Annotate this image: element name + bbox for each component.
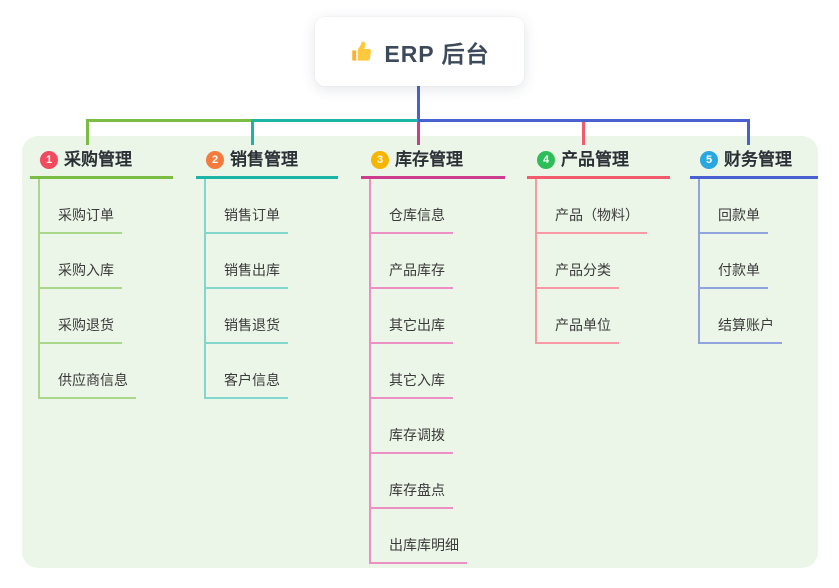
child-node-label: 采购订单 [38,207,122,234]
connector-drop-branch-5 [747,119,750,145]
branch-number-badge: 3 [371,151,389,169]
child-node-label: 其它出库 [369,317,453,344]
child-node-label: 采购入库 [38,262,122,289]
child-node-label: 库存调拨 [369,427,453,454]
child-node[interactable]: 客户信息 [204,372,288,399]
branch-number-badge: 2 [206,151,224,169]
branch-underline [30,176,173,179]
connector-drop-branch-4 [582,122,585,145]
connector-root-stem [417,86,420,122]
child-node[interactable]: 产品（物料） [535,207,647,234]
child-node-label: 采购退货 [38,317,122,344]
child-node[interactable]: 销售订单 [204,207,288,234]
child-node-label: 出库库明细 [369,537,467,564]
child-node[interactable]: 付款单 [698,262,768,289]
child-node[interactable]: 采购订单 [38,207,122,234]
child-node[interactable]: 产品单位 [535,317,619,344]
branch-node-3[interactable]: 库存管理 [395,150,463,169]
child-node-label: 库存盘点 [369,482,453,509]
branch-number-badge: 1 [40,151,58,169]
child-node[interactable]: 采购退货 [38,317,122,344]
child-node-label: 供应商信息 [38,372,136,399]
branch-underline [690,176,818,179]
child-node-label: 产品单位 [535,317,619,344]
child-node-label: 付款单 [698,262,768,289]
child-node[interactable]: 回款单 [698,207,768,234]
branch-number-badge: 5 [700,151,718,169]
branch-trunk-line [38,179,40,399]
child-node[interactable]: 销售退货 [204,317,288,344]
child-node[interactable]: 供应商信息 [38,372,136,399]
root-node[interactable]: ERP 后台 [315,17,524,86]
branch-node-5[interactable]: 财务管理 [724,150,792,169]
connector-bus-middle [252,119,418,122]
child-node[interactable]: 库存盘点 [369,482,453,509]
child-node-label: 客户信息 [204,372,288,399]
connector-bus-left [87,119,252,122]
child-node-label: 产品分类 [535,262,619,289]
child-node[interactable]: 仓库信息 [369,207,453,234]
child-node[interactable]: 库存调拨 [369,427,453,454]
branch-number-badge: 4 [537,151,555,169]
connector-drop-branch-2 [251,119,254,145]
child-node-label: 产品（物料） [535,207,647,234]
child-node[interactable]: 其它出库 [369,317,453,344]
branch-underline [196,176,338,179]
child-node-label: 销售退货 [204,317,288,344]
child-node-label: 回款单 [698,207,768,234]
child-node[interactable]: 产品分类 [535,262,619,289]
branch-node-4[interactable]: 产品管理 [561,150,629,169]
connector-bus-right [418,119,750,122]
child-node-label: 销售订单 [204,207,288,234]
child-node-label: 结算账户 [698,317,782,344]
branch-node-2[interactable]: 销售管理 [230,150,298,169]
branches-panel [22,136,818,568]
branch-underline [361,176,505,179]
branch-trunk-line [535,179,537,344]
child-node-label: 仓库信息 [369,207,453,234]
child-node-label: 销售出库 [204,262,288,289]
child-node[interactable]: 采购入库 [38,262,122,289]
thumbs-up-icon [349,39,375,65]
child-node-label: 其它入库 [369,372,453,399]
root-node-label: ERP 后台 [384,40,490,67]
child-node[interactable]: 销售出库 [204,262,288,289]
branch-underline [527,176,670,179]
child-node[interactable]: 产品库存 [369,262,453,289]
connector-drop-branch-1 [86,119,89,145]
branch-trunk-line [204,179,206,399]
connector-drop-branch-3 [417,122,420,145]
child-node[interactable]: 结算账户 [698,317,782,344]
child-node[interactable]: 出库库明细 [369,537,467,564]
child-node-label: 产品库存 [369,262,453,289]
branch-node-1[interactable]: 采购管理 [64,150,132,169]
child-node[interactable]: 其它入库 [369,372,453,399]
branch-trunk-line [369,179,371,564]
branch-trunk-line [698,179,700,344]
